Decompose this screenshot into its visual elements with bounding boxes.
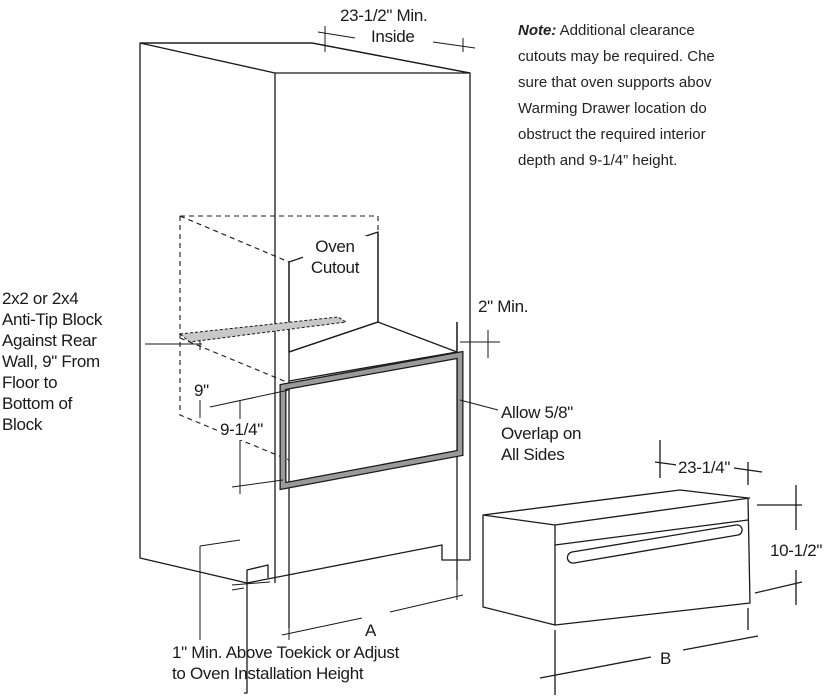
note-line-6: depth and 9-1/4” height.	[518, 152, 678, 169]
top-inside-label: Inside	[369, 26, 417, 47]
toekick-tick-a	[231, 581, 271, 586]
drawer-height-label: 10-1/2"	[768, 540, 825, 561]
nine-quarter-label: 9-1/4"	[218, 419, 265, 440]
note-line-1-text: Additional clearance	[556, 22, 695, 39]
warming-drawer-frame-inner	[280, 352, 463, 489]
note-line-1: Note: Additional clearance	[518, 18, 830, 44]
drawer-handle	[566, 524, 743, 564]
drawer-body-outline	[482, 489, 751, 626]
cabinet-top-edge	[139, 42, 471, 74]
a-dim-line-right	[389, 594, 464, 613]
note-line-5: obstruct the required interior	[518, 126, 706, 143]
toekick-tick-b	[231, 587, 245, 591]
toekick-leader-h	[199, 539, 241, 547]
drawer-top-front-edge	[482, 497, 751, 526]
top-dim-line-right	[432, 41, 476, 49]
oven-cutout-base	[288, 321, 458, 353]
anti-tip-block	[178, 316, 348, 343]
drawer-depth-line-left	[654, 461, 678, 466]
drawer-height-tick-bottom	[754, 581, 803, 594]
note-line-4: Warming Drawer location do	[518, 100, 707, 117]
drawer-front-face-top	[554, 519, 749, 546]
anti-tip-label: 2x2 or 2x4 Anti-Tip Block Against Rear W…	[2, 289, 103, 434]
interior-dashed-top	[179, 215, 379, 263]
note-line-3: sure that oven supports abov	[518, 74, 712, 91]
dim-b-label: B	[660, 649, 672, 668]
interior-dashed-left	[179, 216, 290, 461]
note-block: Note: Additional clearance cutouts may b…	[518, 18, 830, 174]
toekick-label: 1" Min. Above Toekick or Adjust to Oven …	[172, 643, 399, 683]
b-dim-line-left	[539, 656, 652, 679]
nine-quarter-line-top	[209, 389, 290, 408]
warming-drawer-frame	[279, 350, 464, 491]
dim-a-label: A	[365, 621, 377, 640]
note-prefix: Note:	[518, 22, 557, 39]
drawer-depth-label: 23-1/4"	[676, 457, 733, 478]
toekick-notch	[246, 564, 269, 583]
oven-cutout-label: Oven Cutout	[303, 236, 367, 278]
top-dim-line-left	[317, 31, 356, 39]
overlap-leader	[459, 399, 499, 411]
top-width-label: 23-1/2" Min.	[338, 5, 430, 26]
note-line-2: cutouts may be required. Che	[518, 48, 715, 65]
b-dim-line-right	[682, 635, 759, 651]
drawer-depth-line-right	[733, 467, 763, 473]
a-dim-line-left	[281, 617, 363, 636]
nine-label: 9"	[194, 381, 209, 400]
cabinet-outline	[139, 42, 471, 694]
overlap-label: Allow 5/8" Overlap on All Sides	[501, 403, 582, 464]
interior-dashed-mid	[179, 337, 290, 384]
two-min-label: 2" Min.	[478, 297, 529, 316]
